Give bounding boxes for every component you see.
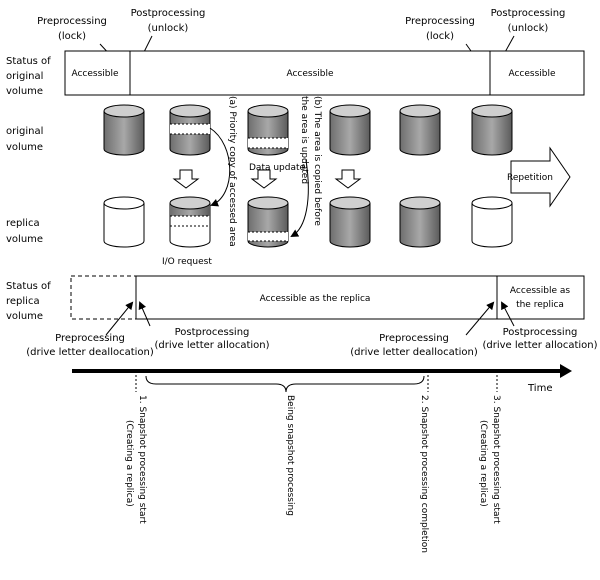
area-copied-annotation-line2: the area is updated [299, 96, 309, 184]
svg-text:volume: volume [6, 86, 43, 97]
timeline: Time [72, 364, 572, 394]
svg-text:Status of: Status of [6, 281, 51, 292]
event-2-line1: 2. Snapshot processing completion [419, 395, 429, 553]
svg-text:Postprocessing: Postprocessing [491, 8, 566, 19]
replica-cylinder-1 [103, 196, 145, 248]
svg-text:(unlock): (unlock) [148, 23, 189, 34]
post-drive-label-1: Postprocessing (drive letter allocation) [154, 327, 269, 351]
post-unlock-label-2: Postprocessing (unlock) [491, 8, 566, 34]
svg-text:Postprocessing: Postprocessing [131, 8, 206, 19]
replica-cylinder-6 [471, 196, 513, 248]
post-drive-label-2: Postprocessing (drive letter allocation) [482, 327, 597, 351]
svg-text:Postprocessing: Postprocessing [503, 327, 578, 338]
original-cylinder-5 [399, 104, 441, 156]
replica-accessible-middle: Accessible as the replica [260, 294, 371, 304]
status-replica-label: Status of replica volume [6, 281, 51, 322]
down-arrows [172, 169, 362, 189]
pre-drive-label-1: Preprocessing (drive letter deallocation… [26, 333, 154, 358]
svg-text:Preprocessing: Preprocessing [405, 16, 475, 27]
svg-text:volume: volume [6, 311, 43, 322]
svg-text:Preprocessing: Preprocessing [379, 333, 449, 344]
svg-text:original: original [6, 71, 43, 82]
post-unlock-label-1: Postprocessing (unlock) [131, 8, 206, 34]
status-original-label: Status of original volume [6, 56, 51, 97]
svg-text:volume: volume [6, 234, 43, 245]
svg-text:replica: replica [6, 296, 40, 307]
replica-accessible-right-2: the replica [516, 300, 564, 310]
replica-volume-label: replica volume [6, 218, 43, 245]
svg-text:Repetition: Repetition [507, 173, 553, 183]
svg-text:Preprocessing: Preprocessing [55, 333, 125, 344]
original-cylinder-4 [329, 104, 371, 156]
event-1-line2: (Creating a replica) [124, 420, 134, 507]
being-snapshot-label: Being snapshot processing [285, 395, 295, 516]
io-request-label: I/O request [162, 257, 212, 267]
original-cylinder-2 [169, 104, 211, 156]
data-update-label: Data update [249, 163, 306, 173]
pre-lock-label-1: Preprocessing (lock) [37, 16, 107, 42]
svg-text:Preprocessing: Preprocessing [37, 16, 107, 27]
repetition-arrow: Repetition [507, 146, 571, 208]
svg-text:(unlock): (unlock) [508, 23, 549, 34]
event-3-line2: (Creating a replica) [478, 420, 488, 507]
event-3-line1: 3. Snapshot processing start [491, 395, 501, 524]
replica-cylinder-2 [169, 196, 211, 248]
pre-drive-label-2: Preprocessing (drive letter deallocation… [350, 333, 478, 358]
replica-status-bar: Accessible as the replica Accessible as … [70, 275, 585, 320]
pre-lock-label-2: Preprocessing (lock) [405, 16, 475, 42]
svg-text:replica: replica [6, 218, 40, 229]
bottom-pointer-arrows [105, 301, 515, 336]
original-accessible-left: Accessible [71, 69, 119, 79]
svg-text:(drive letter allocation): (drive letter allocation) [154, 340, 269, 351]
original-status-bar: Accessible Accessible Accessible [64, 50, 585, 96]
original-cylinder-3 [247, 104, 289, 156]
svg-text:volume: volume [6, 142, 43, 153]
svg-text:(lock): (lock) [58, 31, 86, 42]
svg-text:Status of: Status of [6, 56, 51, 67]
time-label: Time [527, 383, 552, 394]
area-copied-annotation-line1: (b) The area is copied before [312, 96, 322, 226]
original-accessible-right: Accessible [508, 69, 556, 79]
svg-text:Postprocessing: Postprocessing [175, 327, 250, 338]
svg-text:(drive letter allocation): (drive letter allocation) [482, 340, 597, 351]
original-accessible-middle: Accessible [286, 69, 334, 79]
replica-cylinder-5 [399, 196, 441, 248]
copy-curves [209, 127, 309, 237]
svg-text:original: original [6, 126, 43, 137]
event-1-line1: 1. Snapshot processing start [137, 395, 147, 524]
original-volume-cylinders [103, 104, 513, 156]
svg-text:(drive letter deallocation): (drive letter deallocation) [26, 347, 154, 358]
replica-accessible-right-1: Accessible as [510, 286, 570, 296]
svg-text:(lock): (lock) [426, 31, 454, 42]
original-cylinder-1 [103, 104, 145, 156]
replica-cylinder-3 [247, 196, 289, 248]
replica-volume-cylinders [103, 196, 513, 248]
svg-text:(drive letter deallocation): (drive letter deallocation) [350, 347, 478, 358]
original-volume-label: original volume [6, 126, 43, 153]
replica-cylinder-4 [329, 196, 371, 248]
original-cylinder-6 [471, 104, 513, 156]
priority-copy-annotation: (a) Priority copy of accessed area [227, 96, 237, 247]
